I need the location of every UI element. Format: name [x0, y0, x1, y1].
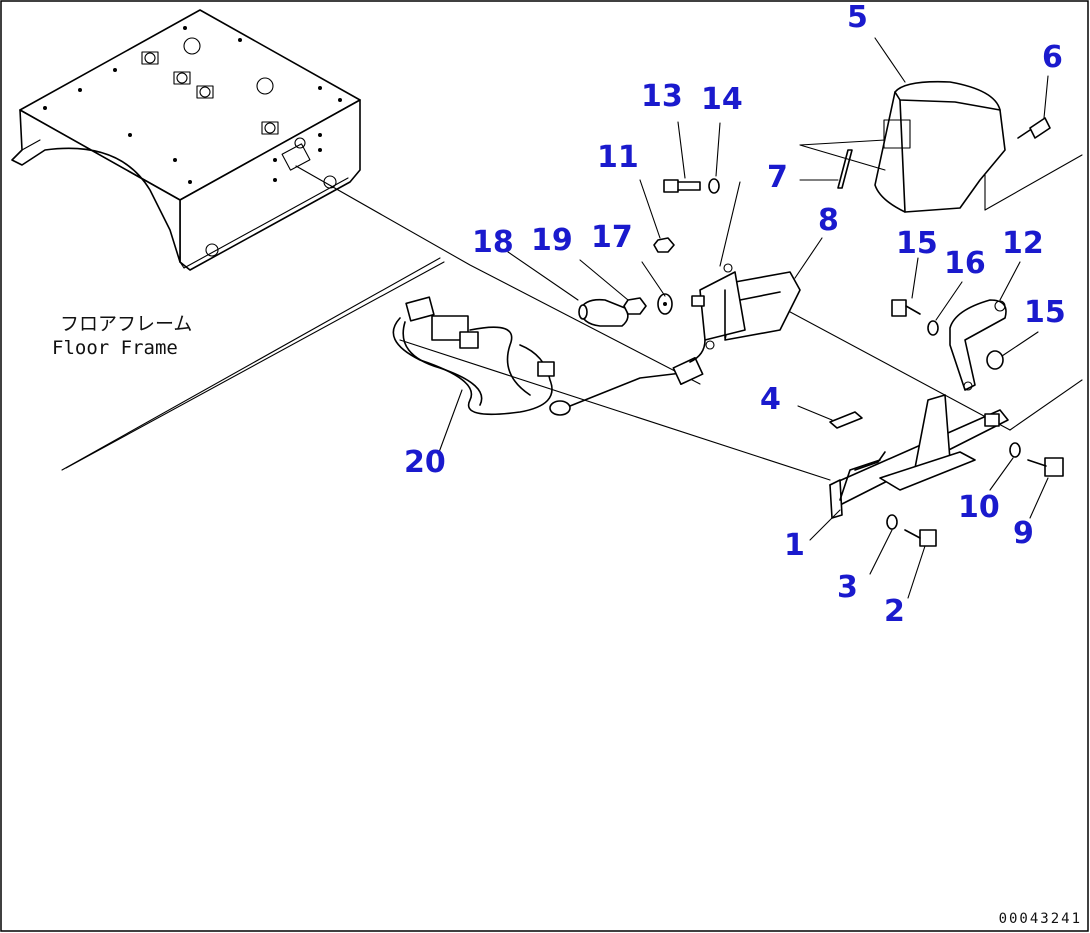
callout-20: 20	[404, 445, 446, 480]
floor-frame	[11, 9, 361, 271]
motor-assembly	[689, 263, 801, 363]
callout-15-right: 15	[1024, 295, 1066, 330]
callout-10: 10	[958, 490, 1000, 525]
callout-1: 1	[784, 528, 805, 563]
wire-harness	[392, 296, 704, 416]
cover	[799, 80, 1006, 213]
callout-15-top: 15	[896, 226, 938, 261]
callout-3: 3	[837, 570, 858, 605]
floor-frame-label-jp: フロアフレーム	[60, 313, 193, 335]
callout-14: 14	[701, 82, 743, 117]
bracket-assembly	[829, 299, 1009, 519]
callout-8: 8	[818, 203, 839, 238]
callout-19: 19	[531, 223, 573, 258]
callout-11: 11	[597, 140, 639, 175]
callout-2: 2	[884, 594, 905, 629]
callout-5: 5	[847, 0, 868, 35]
floor-frame-label-en: Floor Frame	[52, 337, 178, 359]
callout-6: 6	[1042, 40, 1063, 75]
drawing-number: 00043241	[998, 911, 1082, 927]
hardware-parts	[578, 117, 1064, 547]
callout-18: 18	[472, 225, 514, 260]
callout-17: 17	[591, 220, 633, 255]
callout-12: 12	[1002, 226, 1044, 261]
leader-lines	[437, 37, 1049, 599]
callout-13: 13	[641, 79, 683, 114]
callout-7: 7	[767, 160, 788, 195]
callout-4: 4	[760, 382, 781, 417]
guide-lines	[61, 154, 1083, 481]
callout-16: 16	[944, 246, 986, 281]
callout-9: 9	[1013, 516, 1034, 551]
